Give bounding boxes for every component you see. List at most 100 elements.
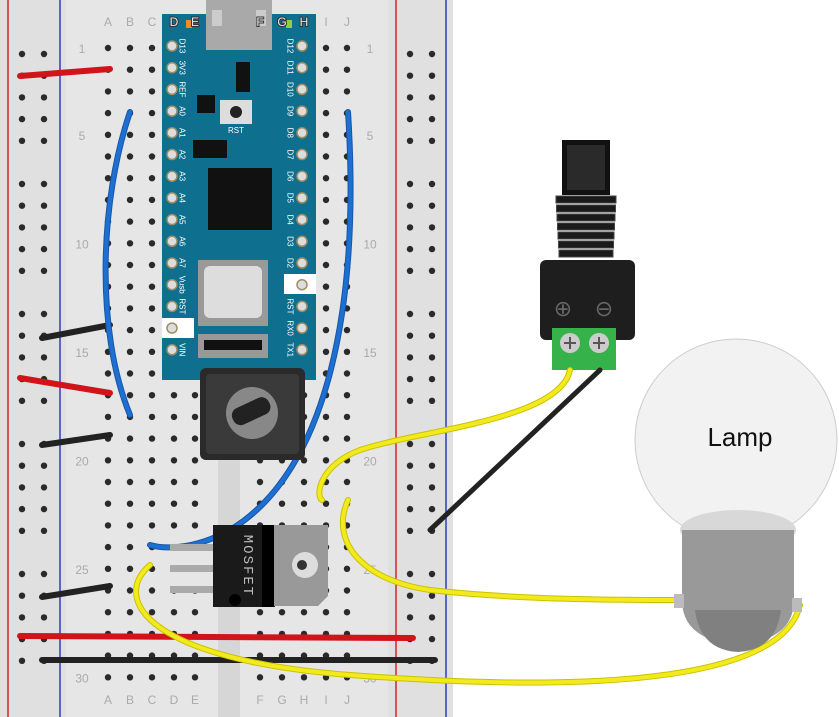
breadboard-hole[interactable] bbox=[191, 478, 199, 486]
rail-hole[interactable] bbox=[40, 614, 48, 621]
breadboard-hole[interactable] bbox=[126, 478, 134, 486]
breadboard-hole[interactable] bbox=[104, 457, 112, 464]
breadboard-hole[interactable] bbox=[278, 609, 286, 616]
arduino-pin[interactable] bbox=[166, 192, 178, 204]
rail-hole[interactable] bbox=[406, 224, 414, 231]
breadboard-hole[interactable] bbox=[322, 435, 330, 442]
rail-hole[interactable] bbox=[406, 94, 414, 101]
breadboard-hole[interactable] bbox=[104, 44, 112, 52]
breadboard-hole[interactable] bbox=[343, 392, 351, 399]
arduino-pin[interactable] bbox=[166, 278, 178, 291]
breadboard-hole[interactable] bbox=[322, 240, 330, 247]
rail-hole[interactable] bbox=[18, 440, 26, 448]
rail-hole[interactable] bbox=[406, 72, 414, 79]
rail-hole[interactable] bbox=[40, 310, 48, 318]
arduino-pin[interactable] bbox=[166, 213, 178, 226]
rail-hole[interactable] bbox=[428, 224, 436, 231]
rail-hole[interactable] bbox=[428, 50, 436, 58]
breadboard-hole[interactable] bbox=[104, 370, 112, 377]
rail-hole[interactable] bbox=[406, 397, 414, 404]
breadboard-hole[interactable] bbox=[322, 348, 330, 355]
breadboard-hole[interactable] bbox=[148, 196, 156, 204]
breadboard-hole[interactable] bbox=[278, 500, 286, 507]
breadboard-hole[interactable] bbox=[343, 609, 351, 616]
breadboard-hole[interactable] bbox=[148, 348, 156, 355]
rail-hole[interactable] bbox=[18, 137, 26, 144]
rail-hole[interactable] bbox=[428, 440, 436, 448]
breadboard-hole[interactable] bbox=[170, 392, 178, 399]
breadboard-hole[interactable] bbox=[191, 522, 199, 529]
breadboard-hole[interactable] bbox=[148, 674, 156, 681]
arduino-pin[interactable] bbox=[296, 148, 308, 161]
rail-hole[interactable] bbox=[428, 137, 436, 144]
rail-hole[interactable] bbox=[18, 657, 26, 664]
breadboard-hole[interactable] bbox=[126, 175, 134, 182]
rail-hole[interactable] bbox=[40, 505, 48, 513]
breadboard-hole[interactable] bbox=[322, 283, 330, 290]
breadboard-hole[interactable] bbox=[191, 435, 199, 442]
rail-hole[interactable] bbox=[406, 484, 414, 491]
rail-hole[interactable] bbox=[428, 267, 436, 274]
wire-black[interactable] bbox=[39, 432, 113, 448]
rail-hole[interactable] bbox=[428, 462, 436, 469]
potentiometer[interactable] bbox=[200, 368, 305, 460]
breadboard-hole[interactable] bbox=[126, 326, 134, 334]
rail-hole[interactable] bbox=[406, 614, 414, 621]
wire-yellow[interactable] bbox=[341, 498, 682, 602]
arduino-pin[interactable] bbox=[166, 322, 178, 334]
rail-hole[interactable] bbox=[40, 462, 48, 469]
rail-hole[interactable] bbox=[18, 180, 26, 188]
breadboard-hole[interactable] bbox=[322, 131, 330, 138]
breadboard-hole[interactable] bbox=[191, 457, 199, 464]
breadboard-hole[interactable] bbox=[322, 261, 330, 269]
arduino-pin[interactable] bbox=[296, 61, 308, 74]
breadboard-hole[interactable] bbox=[322, 196, 330, 204]
wire-blue[interactable] bbox=[103, 110, 132, 417]
arduino-pin[interactable] bbox=[296, 257, 308, 269]
rail-hole[interactable] bbox=[40, 245, 48, 253]
breadboard-hole[interactable] bbox=[126, 587, 134, 594]
breadboard-hole[interactable] bbox=[104, 478, 112, 486]
breadboard-hole[interactable] bbox=[126, 435, 134, 442]
arduino-pin[interactable] bbox=[296, 127, 308, 139]
rail-hole[interactable] bbox=[428, 614, 436, 621]
breadboard-hole[interactable] bbox=[126, 131, 134, 138]
breadboard-hole[interactable] bbox=[148, 326, 156, 334]
rail-hole[interactable] bbox=[428, 72, 436, 79]
breadboard-hole[interactable] bbox=[126, 153, 134, 160]
rail-hole[interactable] bbox=[428, 94, 436, 101]
arduino-pin[interactable] bbox=[296, 235, 308, 248]
breadboard-hole[interactable] bbox=[170, 435, 178, 442]
wire-yellow[interactable] bbox=[317, 368, 572, 502]
arduino-pin[interactable] bbox=[296, 300, 308, 313]
breadboard-hole[interactable] bbox=[322, 457, 330, 464]
arduino-pin[interactable] bbox=[166, 105, 178, 117]
breadboard-hole[interactable] bbox=[170, 478, 178, 486]
rail-hole[interactable] bbox=[40, 267, 48, 274]
rail-hole[interactable] bbox=[18, 484, 26, 491]
rail-hole[interactable] bbox=[406, 592, 414, 599]
arduino-pin[interactable] bbox=[166, 170, 178, 182]
rail-hole[interactable] bbox=[18, 354, 26, 361]
breadboard-hole[interactable] bbox=[126, 196, 134, 204]
breadboard-hole[interactable] bbox=[104, 674, 112, 681]
breadboard-hole[interactable] bbox=[191, 674, 199, 681]
breadboard-hole[interactable] bbox=[126, 543, 134, 551]
breadboard-hole[interactable] bbox=[126, 609, 134, 616]
breadboard-hole[interactable] bbox=[343, 587, 351, 594]
rail-hole[interactable] bbox=[406, 50, 414, 58]
breadboard-hole[interactable] bbox=[126, 261, 134, 269]
breadboard-hole[interactable] bbox=[322, 326, 330, 334]
breadboard-hole[interactable] bbox=[148, 88, 156, 95]
arduino-pin[interactable] bbox=[296, 83, 308, 96]
breadboard-hole[interactable] bbox=[148, 261, 156, 269]
rail-hole[interactable] bbox=[406, 180, 414, 188]
breadboard-hole[interactable] bbox=[256, 609, 264, 616]
arduino-pin[interactable] bbox=[166, 148, 178, 161]
wire-red[interactable] bbox=[17, 375, 113, 396]
breadboard-hole[interactable] bbox=[170, 522, 178, 529]
rail-hole[interactable] bbox=[428, 592, 436, 599]
rail-hole[interactable] bbox=[428, 570, 436, 578]
rail-hole[interactable] bbox=[428, 354, 436, 361]
breadboard-hole[interactable] bbox=[148, 218, 156, 225]
